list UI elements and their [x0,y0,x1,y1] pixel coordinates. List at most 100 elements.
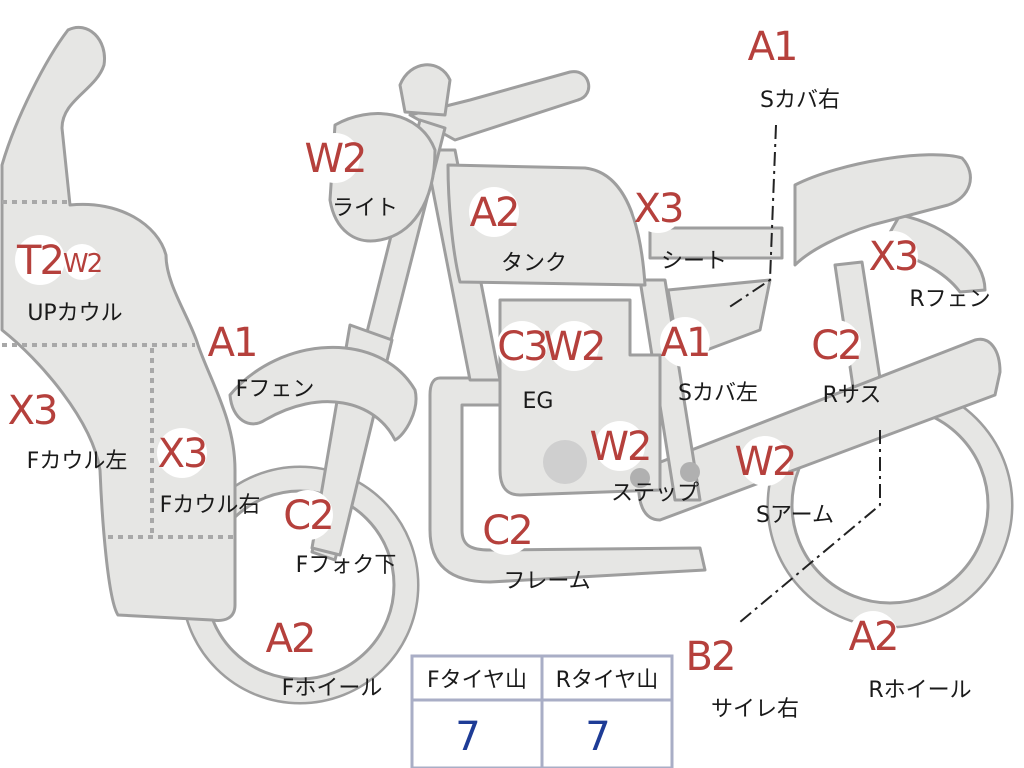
swing-arm-shape [637,337,1002,522]
part-label-tank: A2 タンク [469,187,567,276]
part-name: タンク [501,251,567,276]
part-name: Fカウル右 [160,493,261,518]
seat-tail-shape [793,153,972,267]
part-name: Sカバ右 [760,88,840,113]
part-name: シート [661,249,727,274]
part-name: Fフェン [236,377,315,402]
seat-rail-shape [648,226,784,260]
footpeg-right [680,462,700,482]
part-label-light: W2 ライト [305,133,398,221]
part-name: ライト [332,196,398,221]
grade-code-secondary: W2 [544,324,605,370]
tire-tread-table: Fタイヤ山 Rタイヤ山 7 7 [410,654,674,768]
grade-code: A1 [661,320,710,366]
footpeg-left [630,468,650,488]
part-label-frame: C2 フレーム [482,505,591,594]
grade-code: B2 [686,634,735,680]
grade-code: C2 [811,323,860,369]
leader-s-cover-right [727,124,777,309]
grade-code: C2 [482,508,531,554]
grade-bubble [740,436,790,486]
grade-bubble [660,317,710,367]
grade-code: A1 [748,24,797,70]
grade-code: A2 [266,616,315,662]
part-name: Fカウル左 [27,449,128,474]
part-name: Rサス [823,383,882,408]
grade-bubble [497,321,547,371]
grade-code: W2 [735,439,796,485]
front-tire-header: Fタイヤ山 [427,668,527,693]
grade-code: W2 [305,136,366,182]
grade-code: X3 [8,388,57,434]
grade-bubble [595,421,645,471]
grade-code: A2 [470,190,519,236]
grade-code: T2 [16,238,63,284]
frame-rear-tube-shape [638,278,702,502]
frame-loop-shape [428,376,707,584]
part-label-seat: X3 シート [633,183,727,274]
part-label-step: W2 ステップ [590,421,699,506]
part-name: UPカウル [27,301,122,326]
front-fender-shape [228,346,418,442]
grade-code: A2 [849,614,898,660]
grade-bubble [811,320,861,370]
grade-bubble [868,231,918,281]
part-name: Rホイール [868,678,971,703]
grade-bubble [207,317,257,367]
rear-tire-value: 7 [585,714,610,760]
grade-code: W2 [590,424,651,470]
grade-bubble [469,187,519,237]
part-name: Fホイール [282,676,383,701]
grade-bubble [157,428,207,478]
part-label-muffler-right: B2 サイレ右 [685,631,799,722]
grade-code: X3 [158,431,207,477]
leader-muffler-right [739,430,881,623]
handlebar-shape [408,70,591,142]
grade-bubble-secondary [549,321,599,371]
grade-code: X3 [869,234,918,280]
grade-code: C2 [283,493,332,539]
grade-bubble [482,505,532,555]
part-name: EG [523,389,554,414]
part-name: ステップ [611,481,699,506]
grade-code: C3 [497,324,546,370]
grade-code-secondary: W2 [63,249,101,279]
grade-code: X3 [634,186,683,232]
grade-bubble [633,183,683,233]
grade-bubble [848,611,898,661]
grade-bubble [747,21,797,71]
engine-cover-circle [543,440,587,484]
rear-tire-header: Rタイヤ山 [556,668,659,693]
grade-bubble [685,631,735,681]
grade-code: A1 [208,320,257,366]
part-name: フレーム [503,569,590,594]
part-name: Rフェン [909,287,990,312]
front-tire-value: 7 [455,714,480,760]
grade-bubble [265,613,315,663]
grade-bubble [7,385,57,435]
mirror-shape [398,63,452,117]
part-name: Fフォク下 [296,553,397,578]
grade-bubble [15,235,65,285]
grade-bubble [310,133,360,183]
part-name: サイレ右 [711,697,799,722]
part-name: Sアーム [756,503,834,528]
grade-bubble-secondary [64,244,100,280]
grade-bubble [283,490,333,540]
part-name: Sカバ左 [678,381,758,406]
